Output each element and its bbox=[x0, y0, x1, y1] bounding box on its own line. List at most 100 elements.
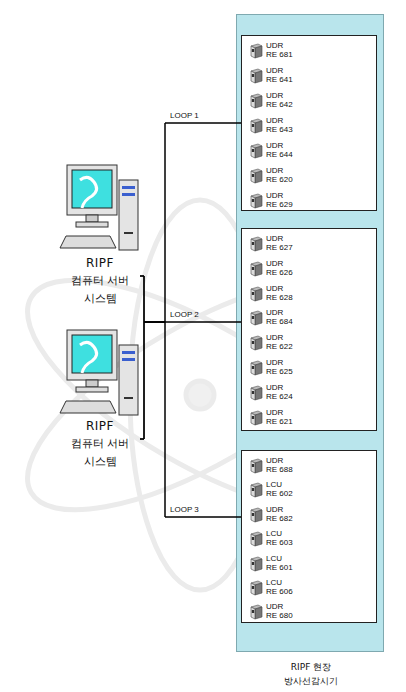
device-label: UDRRE 643 bbox=[266, 116, 293, 134]
device-type: UDR bbox=[266, 91, 293, 100]
tower-case bbox=[119, 180, 138, 250]
device-icon bbox=[249, 580, 263, 596]
device-type: UDR bbox=[266, 234, 293, 243]
server-label: RIPF컴퓨터 서버 시스템 bbox=[60, 418, 140, 470]
computer-icon bbox=[60, 330, 138, 415]
device-icon bbox=[249, 360, 263, 376]
device-label: UDRRE 627 bbox=[266, 234, 293, 252]
loop-line bbox=[140, 123, 241, 322]
panel-label: RIPF 현장 방사선감시기 bbox=[261, 660, 361, 688]
device-type: LCU bbox=[266, 554, 293, 563]
device-type: UDR bbox=[266, 383, 293, 392]
device-label: UDRRE 620 bbox=[266, 166, 293, 184]
device-icon-shape bbox=[251, 287, 262, 301]
device-tag: RE 682 bbox=[266, 514, 293, 523]
device-type: UDR bbox=[266, 259, 293, 268]
device-icon-shape bbox=[251, 605, 262, 619]
device-type: UDR bbox=[266, 333, 293, 342]
monitor-device: UDRRE 628 bbox=[249, 283, 369, 305]
device-icon bbox=[249, 236, 263, 252]
device-label: UDRRE 625 bbox=[266, 358, 293, 376]
device-tag: RE 684 bbox=[266, 317, 293, 326]
monitor-stand bbox=[86, 215, 98, 222]
monitor-device: UDRRE 641 bbox=[249, 65, 369, 87]
device-type: LCU bbox=[266, 529, 293, 538]
field-monitor-panel: RIPF 현장 방사선감시기UDRRE 681UDRRE 641UDRRE 64… bbox=[236, 14, 384, 652]
device-icon bbox=[249, 385, 263, 401]
device-icon-shape bbox=[251, 44, 262, 58]
device-label: LCURE 601 bbox=[266, 554, 293, 572]
device-type: UDR bbox=[266, 602, 293, 611]
device-type: UDR bbox=[266, 284, 293, 293]
monitor-device: UDRRE 682 bbox=[249, 504, 369, 526]
screen-graphic bbox=[80, 177, 97, 208]
device-tag: RE 622 bbox=[266, 342, 293, 351]
panel-caption: RIPF 현장 방사선감시기 bbox=[273, 660, 349, 688]
monitor-device: UDRRE 684 bbox=[249, 307, 369, 329]
device-tag: RE 628 bbox=[266, 293, 293, 302]
device-icon bbox=[249, 410, 263, 426]
server-label: RIPF컴퓨터 서버 시스템 bbox=[60, 255, 140, 307]
device-icon bbox=[249, 531, 263, 547]
device-tag: RE 621 bbox=[266, 417, 293, 426]
device-label: LCURE 606 bbox=[266, 578, 293, 596]
device-label: UDRRE 628 bbox=[266, 284, 293, 302]
device-tag: RE 643 bbox=[266, 125, 293, 134]
device-icon-shape bbox=[251, 581, 262, 595]
monitor-frame bbox=[67, 165, 117, 215]
device-icon-shape bbox=[251, 194, 262, 208]
monitor-device: UDRRE 642 bbox=[249, 90, 369, 112]
device-type: UDR bbox=[266, 308, 293, 317]
drive-slot bbox=[122, 186, 135, 189]
drive-slot bbox=[122, 193, 135, 196]
device-type: UDR bbox=[266, 456, 293, 465]
device-label: UDRRE 644 bbox=[266, 141, 293, 159]
computer-icon bbox=[60, 165, 138, 250]
device-icon bbox=[249, 604, 263, 620]
device-tag: RE 688 bbox=[266, 465, 293, 474]
device-label: UDRRE 641 bbox=[266, 66, 293, 84]
loop-line bbox=[140, 276, 241, 322]
device-tag: RE 681 bbox=[266, 50, 293, 59]
device-icon-shape bbox=[251, 336, 262, 350]
device-label: LCURE 603 bbox=[266, 529, 293, 547]
device-icon-shape bbox=[251, 361, 262, 375]
server-system: RIPF컴퓨터 서버 시스템 bbox=[60, 160, 140, 310]
loop-group-box: UDRRE 627UDRRE 626UDRRE 628UDRRE 684UDRR… bbox=[241, 228, 377, 431]
device-icon bbox=[249, 286, 263, 302]
device-tag: RE 603 bbox=[266, 538, 293, 547]
device-type: UDR bbox=[266, 141, 293, 150]
device-type: UDR bbox=[266, 41, 293, 50]
device-label: UDRRE 684 bbox=[266, 308, 293, 326]
device-icon bbox=[249, 118, 263, 134]
device-icon bbox=[249, 261, 263, 277]
device-tag: RE 602 bbox=[266, 489, 293, 498]
monitor-device: UDRRE 644 bbox=[249, 140, 369, 162]
server-caption: 컴퓨터 서버 시스템 bbox=[65, 434, 135, 470]
loop-label: LOOP 1 bbox=[170, 111, 199, 121]
device-icon bbox=[249, 335, 263, 351]
device-tag: RE 627 bbox=[266, 243, 293, 252]
monitor-device: UDRRE 681 bbox=[249, 40, 369, 62]
monitor-device: LCURE 606 bbox=[249, 577, 369, 599]
device-icon bbox=[249, 68, 263, 84]
loop-label: LOOP 2 bbox=[170, 310, 199, 320]
device-type: UDR bbox=[266, 166, 293, 175]
monitor-device: UDRRE 626 bbox=[249, 258, 369, 280]
device-icon bbox=[249, 507, 263, 523]
power-button bbox=[124, 232, 133, 234]
server-title: RIPF bbox=[60, 418, 140, 434]
device-label: UDRRE 621 bbox=[266, 408, 293, 426]
server-caption: 컴퓨터 서버 시스템 bbox=[65, 271, 135, 307]
device-label: UDRRE 626 bbox=[266, 259, 293, 277]
device-icon-shape bbox=[251, 483, 262, 497]
monitor-device: UDRRE 622 bbox=[249, 332, 369, 354]
monitor-device: UDRRE 620 bbox=[249, 165, 369, 187]
keyboard bbox=[60, 236, 116, 248]
device-icon-shape bbox=[251, 169, 262, 183]
loop-label: LOOP 3 bbox=[170, 505, 199, 515]
monitor-device: LCURE 601 bbox=[249, 553, 369, 575]
device-icon-shape bbox=[251, 532, 262, 546]
device-icon-shape bbox=[251, 386, 262, 400]
